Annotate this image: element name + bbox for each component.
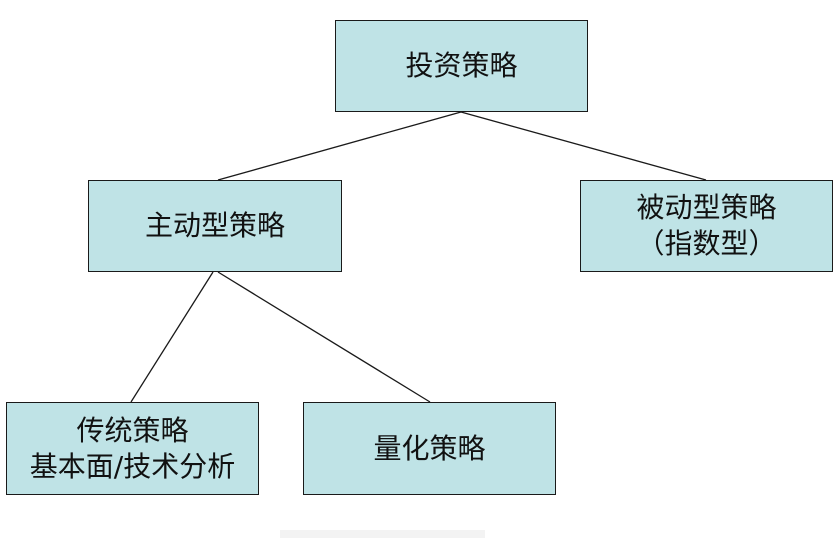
edge-active-traditional: [130, 271, 214, 403]
node-active-strategy: 主动型策略: [88, 180, 342, 272]
edge-root-active: [217, 111, 462, 181]
node-sublabel: 基本面/技术分析: [29, 449, 236, 483]
node-label: 传统策略: [76, 413, 189, 447]
node-passive-strategy: 被动型策略 （指数型）: [580, 180, 833, 272]
node-label: 被动型策略: [636, 191, 777, 224]
node-sublabel: （指数型）: [636, 227, 777, 260]
edge-active-quantitative: [217, 271, 431, 403]
node-quantitative-strategy: 量化策略: [303, 402, 556, 495]
caption-strip: [280, 530, 485, 538]
node-label: 主动型策略: [144, 209, 285, 242]
node-investment-strategy: 投资策略: [335, 20, 588, 112]
edge-root-passive: [460, 111, 707, 181]
node-label: 投资策略: [405, 49, 518, 82]
node-label: 量化策略: [373, 431, 486, 465]
node-traditional-strategy: 传统策略 基本面/技术分析: [6, 402, 259, 495]
